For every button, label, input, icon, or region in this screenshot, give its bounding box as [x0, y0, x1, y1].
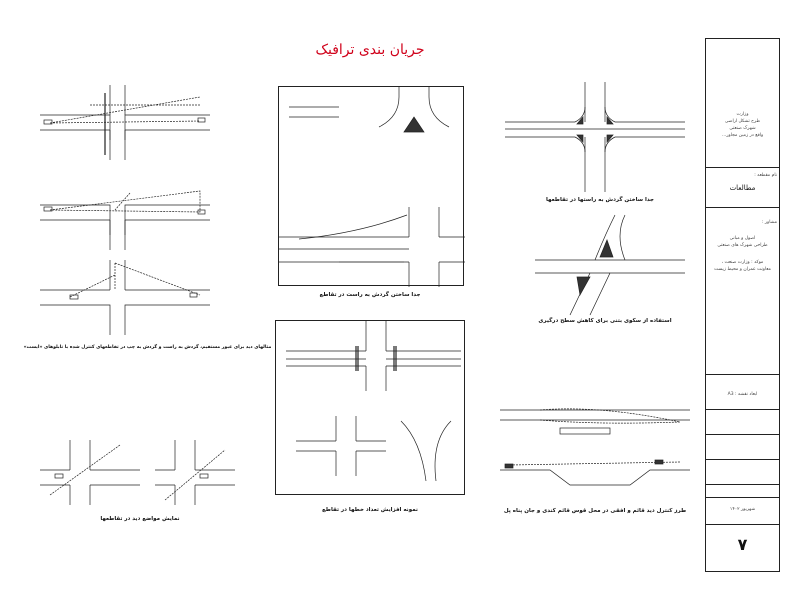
client-line-2: معاونت عمران و محیط زیست: [714, 267, 771, 272]
title-block-divider: [706, 497, 779, 498]
concrete-island-svg: [535, 214, 685, 316]
client-line-1: موکد : وزارت صنعت ،: [721, 260, 764, 265]
title-block-divider: [706, 374, 779, 375]
sheet-size: ابعاد نقشه : A3: [727, 392, 758, 397]
caption-right-bottom: طرز کنترل دید قائم و افقی در محل قوس قائ…: [503, 508, 687, 514]
title-block-divider: [706, 434, 779, 435]
advisor-line-2: طراحی شهرک های صنعتی: [717, 243, 768, 248]
title-block-divider: [706, 459, 779, 460]
org-line-1: وزارت: [736, 112, 749, 117]
right-turn-channelization: [505, 82, 685, 192]
caption-mid-bottom: نمونه افزایش تعداد خطها در تقاطع: [322, 507, 418, 513]
caption-mid-top: جدا ساختن گردش به راست در تقاطع: [319, 292, 421, 298]
sheet-number: ۷: [737, 535, 748, 554]
vertical-curve-sight-diagram: [500, 400, 690, 500]
concrete-island-diagram: [535, 214, 685, 316]
sight-position-svg: [40, 440, 235, 505]
org-line-2: طرح تشکل اراضی: [724, 119, 761, 124]
caption-right-mid-1: استفاده از سکوی بتنی برای کاهش سطح درگیر…: [538, 318, 672, 324]
org-line-3: شهرک صنعتی: [729, 126, 756, 131]
name-value: مطالعات: [729, 184, 756, 192]
title-block-divider: [706, 409, 779, 410]
caption-left-top: مثالهای دید برای عبور مستقیم، گردش به را…: [23, 345, 272, 350]
name-label: نام مقطعه :: [754, 173, 777, 178]
lane-increase-svg: [286, 321, 461, 482]
channelization-svg: [505, 82, 685, 192]
caption-left-bottom: نمایش مواضع دید در تقاطعها: [100, 516, 180, 522]
sight-triangle-diagrams: [30, 85, 275, 335]
vertical-curve-svg: [500, 408, 690, 486]
sheet-date: شهریور ۱۴۰۲: [729, 507, 756, 512]
title-block-divider: [706, 207, 779, 208]
lane-increase-box: [275, 320, 465, 495]
caption-right-top: جدا ساختن گردش به راستها در تقاطعها: [545, 197, 655, 203]
title-block-divider: [706, 484, 779, 485]
page-title: جریان بندی ترافیک: [315, 42, 425, 58]
sight-triangle-svg: [40, 85, 210, 335]
org-line-4: واقع در زمین مجاور…: [721, 133, 764, 138]
right-turn-separation-svg: [279, 87, 465, 287]
title-block-divider: [706, 167, 779, 168]
advisor-label: مشاور :: [761, 220, 777, 225]
right-turn-separation-box: [278, 86, 465, 287]
advisor-line-1: اصول و مبانی: [729, 236, 756, 241]
title-block: وزارت طرح تشکل اراضی شهرک صنعتی واقع در …: [705, 38, 780, 572]
title-block-divider: [706, 524, 779, 525]
sight-position-diagrams: [40, 440, 240, 505]
